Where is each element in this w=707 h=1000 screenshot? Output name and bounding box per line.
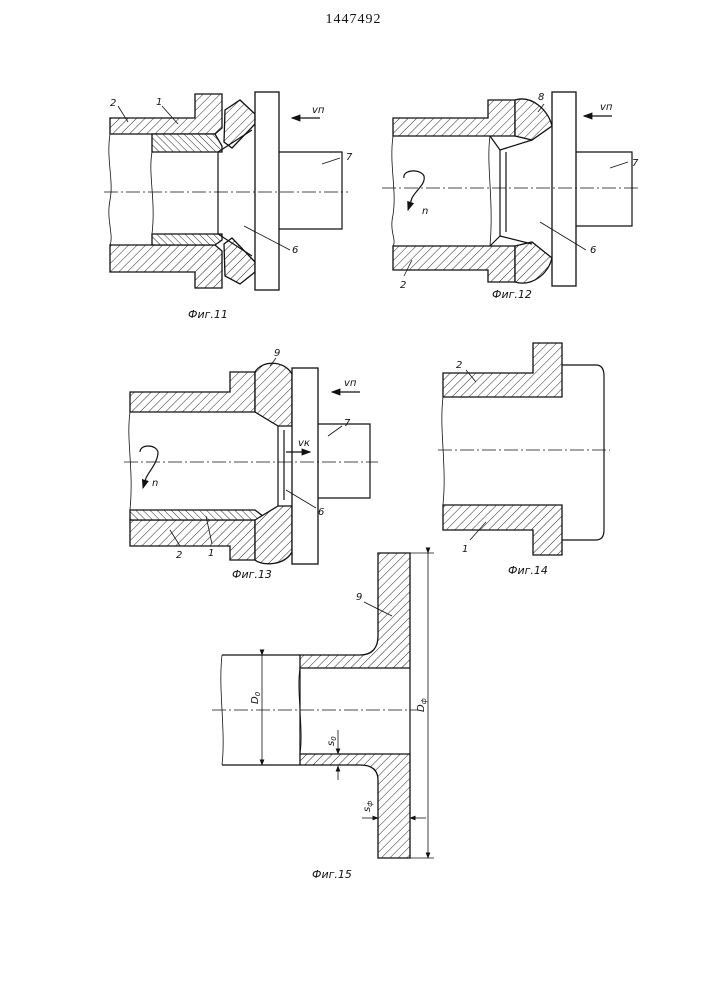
fig13-sleeve-bottom [130,510,268,520]
fig15-dphi-label: Dф [416,698,428,712]
figure-13: n vп vк 9 7 6 2 1 Фиг.13 [124,348,378,581]
fig11-plate [255,92,279,290]
fig12-bead-top [515,99,552,140]
fig11-caption: Фиг.11 [188,308,228,321]
fig13-caption: Фиг.13 [232,568,272,581]
fig13-bead-top [255,363,292,426]
figure-12: n vп 8 2 6 7 Фиг.12 [382,92,640,301]
fig12-rotation-label: n [422,206,428,217]
fig11-label-rod: 7 [346,152,353,163]
fig15-sphi-label: sф [362,801,374,812]
fig13-tube-top [130,372,255,412]
fig14-caption: Фиг.14 [508,564,548,577]
fig15-part-top [300,553,410,668]
fig12-tube-bottom [393,246,515,282]
fig13-label-tube: 2 [176,550,182,561]
fig12-tube-top [393,100,515,136]
fig11-label-sleeve: 1 [156,97,162,108]
figure-15: D0 Dф s0 sф 9 Фиг.15 [212,553,434,881]
fig11-sleeve-top [152,134,222,152]
fig12-label-tube: 2 [400,280,406,291]
figure-14: 2 1 Фиг.14 [438,343,610,577]
fig15-d0-label: D0 [250,691,262,704]
fig12-bead-bottom [515,242,552,283]
fig11-tube-bottom [110,245,222,288]
fig11-label-plate: 6 [292,245,298,256]
fig13-tool-feed-label: vк [298,438,310,449]
fig13-plate [292,368,318,564]
fig15-s0-label: s0 [326,736,338,746]
fig13-tool [278,426,284,506]
fig14-endface [562,365,604,540]
fig13-label-plate: 6 [318,507,324,518]
fig15-bore [222,655,410,765]
figure-11: vп 2 1 6 7 Фиг.11 [104,92,353,321]
fig13-label-sleeve: 1 [208,548,214,559]
fig12-feed-label: vп [600,102,613,113]
fig12-caption: Фиг.12 [492,288,532,301]
fig11-tube-top [110,94,222,134]
fig14-label-sleeve: 1 [462,544,468,555]
fig15-label-part: 9 [356,592,362,603]
fig12-cone [500,140,532,244]
fig14-label-tube: 2 [456,360,462,371]
fig12-label-plate: 6 [590,245,596,256]
fig11-label-tube: 2 [110,98,116,109]
fig13-feed-label: vп [344,378,357,389]
fig13-label-rod: 7 [344,418,351,429]
fig15-part-bottom [300,754,410,858]
fig14-tube-bottom [443,505,562,555]
fig13-label-bead: 9 [274,348,280,359]
fig12-label-bead: 8 [538,92,544,103]
fig13-rotation-label: n [152,478,158,489]
fig13-tube-bottom [130,520,255,560]
fig12-rotation-arrow [404,171,424,198]
fig12-label-rod: 7 [632,158,639,169]
fig11-rod [279,152,342,229]
fig11-flare-bottom [224,238,255,284]
fig13-rod [318,424,370,498]
fig12-plate [552,92,576,286]
fig11-sleeve-bottom [152,234,222,245]
fig11-break [109,134,111,245]
fig11-cone [218,130,252,256]
fig11-flare-top [224,100,255,148]
fig11-feed-label: vп [312,105,325,116]
fig15-caption: Фиг.15 [312,868,352,881]
